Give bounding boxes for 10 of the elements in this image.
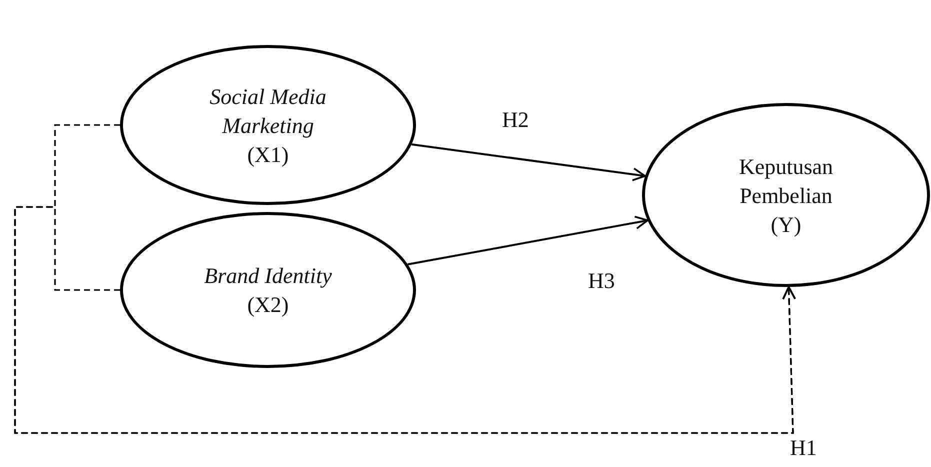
- variable-name: Social Media Marketing: [208, 82, 328, 140]
- dashed-arrow: [14, 124, 796, 434]
- arrow: [411, 143, 646, 182]
- variable-code: (Y): [770, 210, 802, 238]
- arrow: [408, 216, 648, 266]
- dashed-arrow: [14, 206, 796, 434]
- variable-name: Keputusan Pembelian: [738, 152, 834, 210]
- variable-name: Brand Identity: [204, 262, 332, 290]
- variable-code: (X1): [247, 140, 289, 168]
- variable-code: (X2): [247, 291, 289, 319]
